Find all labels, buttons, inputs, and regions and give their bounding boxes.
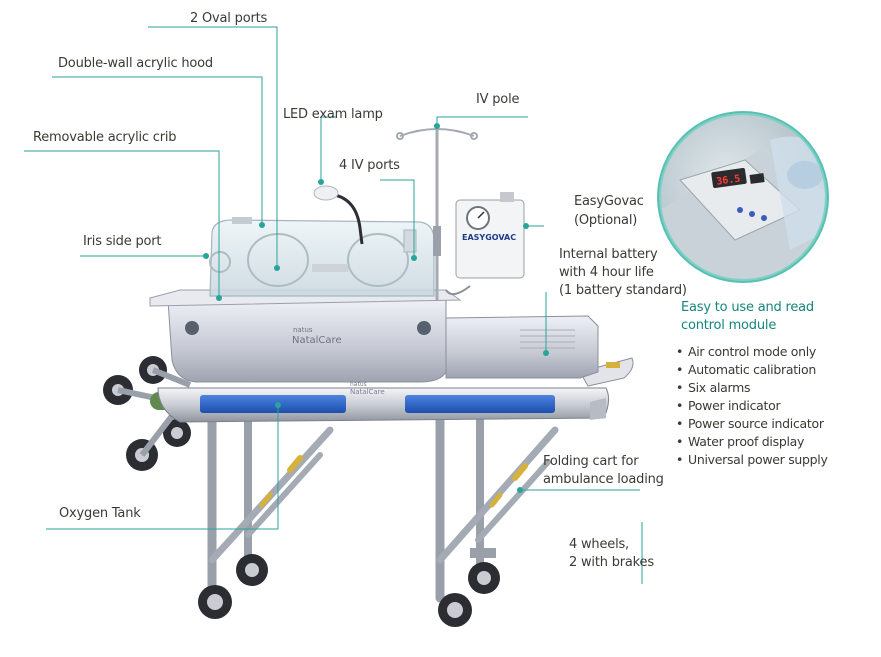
leader-lines: [24, 26, 643, 584]
wheels: [103, 356, 500, 627]
label-iv-ports: 4 IV ports: [339, 158, 400, 173]
easygovac-unit: EASYGOVAC: [445, 192, 525, 296]
led-exam-lamp: [313, 185, 364, 245]
control-module-title-line-2: control module: [681, 318, 777, 333]
label-oval-ports: 2 Oval ports: [190, 11, 268, 26]
label-hood: Double-wall acrylic hood: [58, 56, 213, 71]
label-crib: Removable acrylic crib: [33, 130, 177, 145]
feature-item: Air control mode only: [676, 343, 828, 361]
stretcher-frame: [157, 357, 634, 423]
iv-pole: [396, 128, 478, 300]
control-module-title: Easy to use and read control module: [681, 299, 814, 335]
label-cart-1: Folding cart for: [543, 454, 639, 469]
label-cart-2: ambulance loading: [543, 472, 664, 487]
feature-item: Automatic calibration: [676, 361, 828, 379]
label-easygovac: EasyGovac: [574, 194, 644, 209]
control-module-inset: 36.5: [657, 111, 829, 283]
brand-small-label: natus: [293, 326, 313, 334]
label-battery-2: with 4 hour life: [559, 265, 654, 280]
folding-cart: [207, 415, 559, 603]
brand-main-label: NatalCare: [292, 335, 342, 346]
label-oxygen-tank: Oxygen Tank: [59, 506, 141, 521]
feature-item: Six alarms: [676, 379, 828, 397]
feature-list: Air control mode only Automatic calibrat…: [676, 343, 828, 469]
label-battery-3: (1 battery standard): [559, 283, 687, 298]
incubator-base: natus NatalCare natus NatalCare: [149, 289, 462, 396]
label-battery-1: Internal battery: [559, 247, 658, 262]
control-display-value: 36.5: [716, 173, 741, 187]
label-led-lamp: LED exam lamp: [283, 107, 383, 122]
label-wheels-2: 2 with brakes: [569, 555, 654, 570]
cart-brand-small-label: natus: [350, 381, 367, 388]
feature-item: Water proof display: [676, 433, 828, 451]
battery-module: [445, 315, 599, 379]
label-wheels-1: 4 wheels,: [569, 537, 629, 552]
label-iv-pole: IV pole: [476, 92, 520, 107]
easygovac-logo: EASYGOVAC: [462, 233, 516, 242]
feature-item: Universal power supply: [676, 451, 828, 469]
feature-item: Power source indicator: [676, 415, 828, 433]
cart-brand-main-label: NatalCare: [350, 388, 385, 396]
acrylic-hood: [209, 217, 435, 297]
feature-item: Power indicator: [676, 397, 828, 415]
control-module-title-line-1: Easy to use and read: [681, 300, 814, 315]
leader-dots: [203, 123, 549, 493]
label-iris-port: Iris side port: [83, 234, 162, 249]
label-easygovac-optional: (Optional): [574, 213, 638, 228]
